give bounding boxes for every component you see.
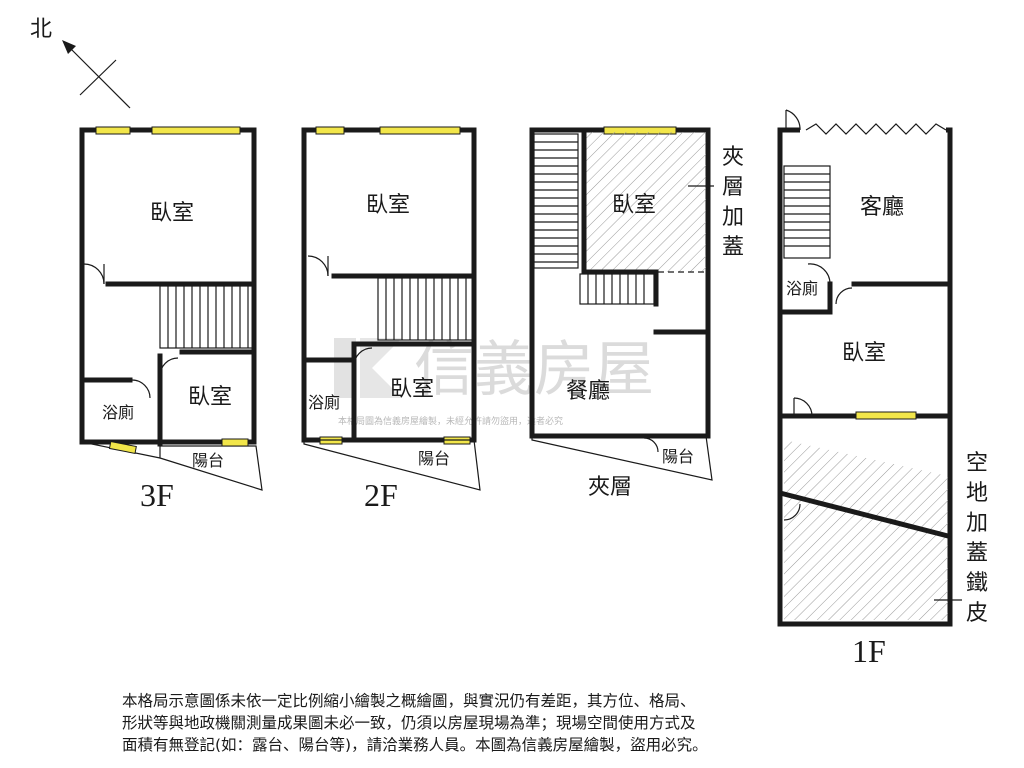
compass-north-label: 北: [30, 17, 52, 42]
2f-bathroom-label: 浴廁: [308, 393, 340, 412]
mezzanine-stairs-mid: [579, 273, 655, 305]
3f-floor-label: 3F: [140, 477, 174, 513]
mezzanine-extension-hatch: [584, 132, 706, 272]
compass-cross: [79, 59, 117, 96]
1f-bathroom-label: 浴廁: [786, 279, 818, 298]
mezzanine-balcony-label: 陽台: [662, 447, 694, 466]
1f-side-note-5: 鐵: [966, 571, 988, 596]
watermark-notice: 本格局圖為信義房屋繪製，未經允許請勿盜用，違者必究: [338, 415, 563, 427]
3f-window-top-right: [151, 126, 241, 135]
compass: 北: [30, 17, 131, 109]
1f-side-note-2: 地: [966, 481, 988, 506]
2f-bedroom-bottom-label: 臥室: [390, 377, 434, 402]
1f-side-note-4: 蓋: [966, 541, 988, 566]
mezzanine-stairs-left: [533, 133, 579, 269]
mezzanine-side-note-3: 加: [722, 205, 744, 230]
1f-bedroom-label: 臥室: [842, 341, 886, 366]
1f-floor-label: 1F: [852, 633, 886, 669]
mezzanine-floor-label: 夾層: [588, 475, 632, 500]
mezzanine-bedroom-label: 臥室: [612, 193, 656, 218]
3f-door-swing: [83, 263, 105, 285]
1f-living-room-label: 客廳: [860, 195, 904, 220]
floor-mezzanine: 臥室 餐廳 陽台 夾層 夾 層 加 蓋: [529, 126, 744, 500]
3f-bedroom-top-label: 臥室: [150, 201, 194, 226]
2f-stairs: [377, 277, 475, 341]
floor-1f: 客廳 浴廁 臥室 1F 空 地 加 蓋 鐵 皮: [777, 109, 988, 669]
brand-logo-shape: [360, 338, 402, 398]
disclaimer-line-1: 本格局示意圖係未依一定比例縮小繪製之概繪圖，與實況仍有差距，其方位、格局、: [122, 692, 696, 710]
3f-stairs: [159, 285, 255, 349]
2f-floor-label: 2F: [364, 477, 398, 513]
2f-balcony-label: 陽台: [418, 449, 450, 468]
disclaimer-line-3: 面積有無登記(如：露台、陽台等)，請洽業務人員。本圖為信義房屋繪製，盜用必究。: [122, 736, 708, 754]
disclaimer-line-2: 形狀等與地政機關測量成果圖未必一致，仍須以房屋現場為準；現場空間使用方式及: [122, 714, 696, 732]
floor-2f: 臥室 浴廁 臥室 陽台 2F: [301, 126, 481, 513]
mezzanine-side-note-4: 蓋: [722, 235, 744, 260]
mezzanine-side-note-2: 層: [722, 175, 744, 200]
3f-bathroom-label: 浴廁: [102, 403, 134, 422]
north-arrow-head-icon: [62, 40, 76, 54]
brand-logo-icon: [334, 338, 356, 398]
mezzanine-dining-label: 餐廳: [566, 379, 610, 404]
3f-window-top-left: [95, 126, 131, 135]
2f-balcony: [303, 439, 481, 491]
floor-3f: 臥室 浴廁 臥室 陽台 3F: [79, 126, 263, 513]
north-arrow: [65, 43, 131, 109]
1f-iron-roof-extension: [784, 440, 948, 620]
mezzanine-balcony: [531, 435, 713, 481]
3f-balcony-label: 陽台: [192, 451, 224, 470]
1f-side-note-3: 加: [966, 511, 988, 536]
1f-folding-door: [805, 123, 947, 135]
1f-side-note-6: 皮: [966, 601, 988, 626]
disclaimer: 本格局示意圖係未依一定比例縮小繪製之概繪圖，與實況仍有差距，其方位、格局、 形狀…: [122, 690, 922, 756]
1f-side-note-1: 空: [966, 451, 988, 476]
mezzanine-side-note-1: 夾: [722, 145, 744, 170]
2f-bedroom-top-label: 臥室: [366, 193, 410, 218]
1f-stairs: [783, 165, 831, 259]
3f-bedroom-bottom-label: 臥室: [188, 385, 232, 410]
